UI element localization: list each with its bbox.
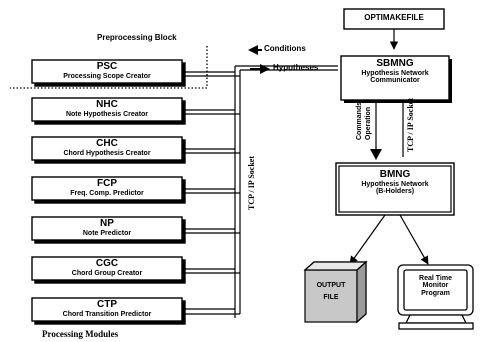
module-abbr: CHC [96,138,118,149]
module-name: Chord Transition Predictor [62,310,152,318]
monitor-icon [397,264,474,330]
processing-modules-label: Processing Modules [42,329,119,339]
operation-commands-label-1: Operation [365,106,372,140]
module-name: Note Predictor [82,229,132,237]
conditions-arrow [248,45,262,55]
module-abbr: PSC [96,61,118,72]
hypotheses-label: Hypotheses [273,63,319,72]
output-file-line2: FILE [323,294,339,302]
monitor-line1: Real Time [419,275,452,282]
module-name: Processing Scope Creator [63,72,151,80]
module-abbr: FCP [97,178,117,189]
module-psc: PSC Processing Scope Creator [32,61,182,80]
module-nhc: NHC Note Hypothesis Creator [32,99,182,118]
module-chc: CHC Chord Hypothesis Creator [32,138,182,157]
sbmng-label: SBMNG Hypothesis Network Communicator [341,58,449,84]
bmng-line2: (B-Holders) [375,187,415,195]
bmng-line1: Hypothesis Network [361,180,429,188]
optimakefile-label: OPTIMAKEFILE [364,13,424,22]
monitor-line3: Program [421,289,450,297]
bmng-box [335,162,455,216]
conditions-label: Conditions [264,44,306,53]
bmng-label: BMNG Hypothesis Network (B-Holders) [336,169,454,195]
monitor-label: Real Time Monitor Program [404,275,467,297]
bmng-abbr: BMNG [379,169,411,180]
module-name: Freq. Comp. Predictor [70,189,144,197]
operation-commands-label-2: Commands [356,101,363,140]
module-cgc: CGC Chord Group Creator [32,258,182,277]
preprocessing-block-label: Preprocessing Block [97,33,177,42]
module-fcp: FCP Freq. Comp. Predictor [32,178,182,197]
module-name: Chord Hypothesis Creator [63,149,151,157]
module-np: NP Note Predictor [32,218,182,237]
module-name: Chord Group Creator [71,269,143,277]
module-ctp: CTP Chord Transition Predictor [32,299,182,318]
monitor-line2: Monitor [422,282,449,290]
output-file-line1: OUTPUT [316,282,346,289]
operation-commands-arrow [370,103,382,160]
module-abbr: CGC [95,258,119,269]
output-file-label: OUTPUT FILE [305,282,357,302]
sbmng-box [340,55,450,101]
hypotheses-arrow [250,64,270,74]
sbmng-line1: Hypothesis Network [361,69,429,77]
tcp-socket-left-label: TCP / IP Socket [247,155,256,210]
module-name: Note Hypothesis Creator [65,110,149,118]
module-boxes [31,59,186,325]
module-abbr: NHC [96,99,118,110]
output-file-shape [303,260,368,324]
preprocessing-boundary [10,46,208,89]
module-abbr: CTP [97,299,117,310]
module-abbr: NP [100,218,114,229]
tcp-socket-right-label: TCP / IP Socket [406,97,415,152]
sbmng-line2: Communicator [370,76,420,84]
sbmng-abbr: SBMNG [376,58,414,69]
